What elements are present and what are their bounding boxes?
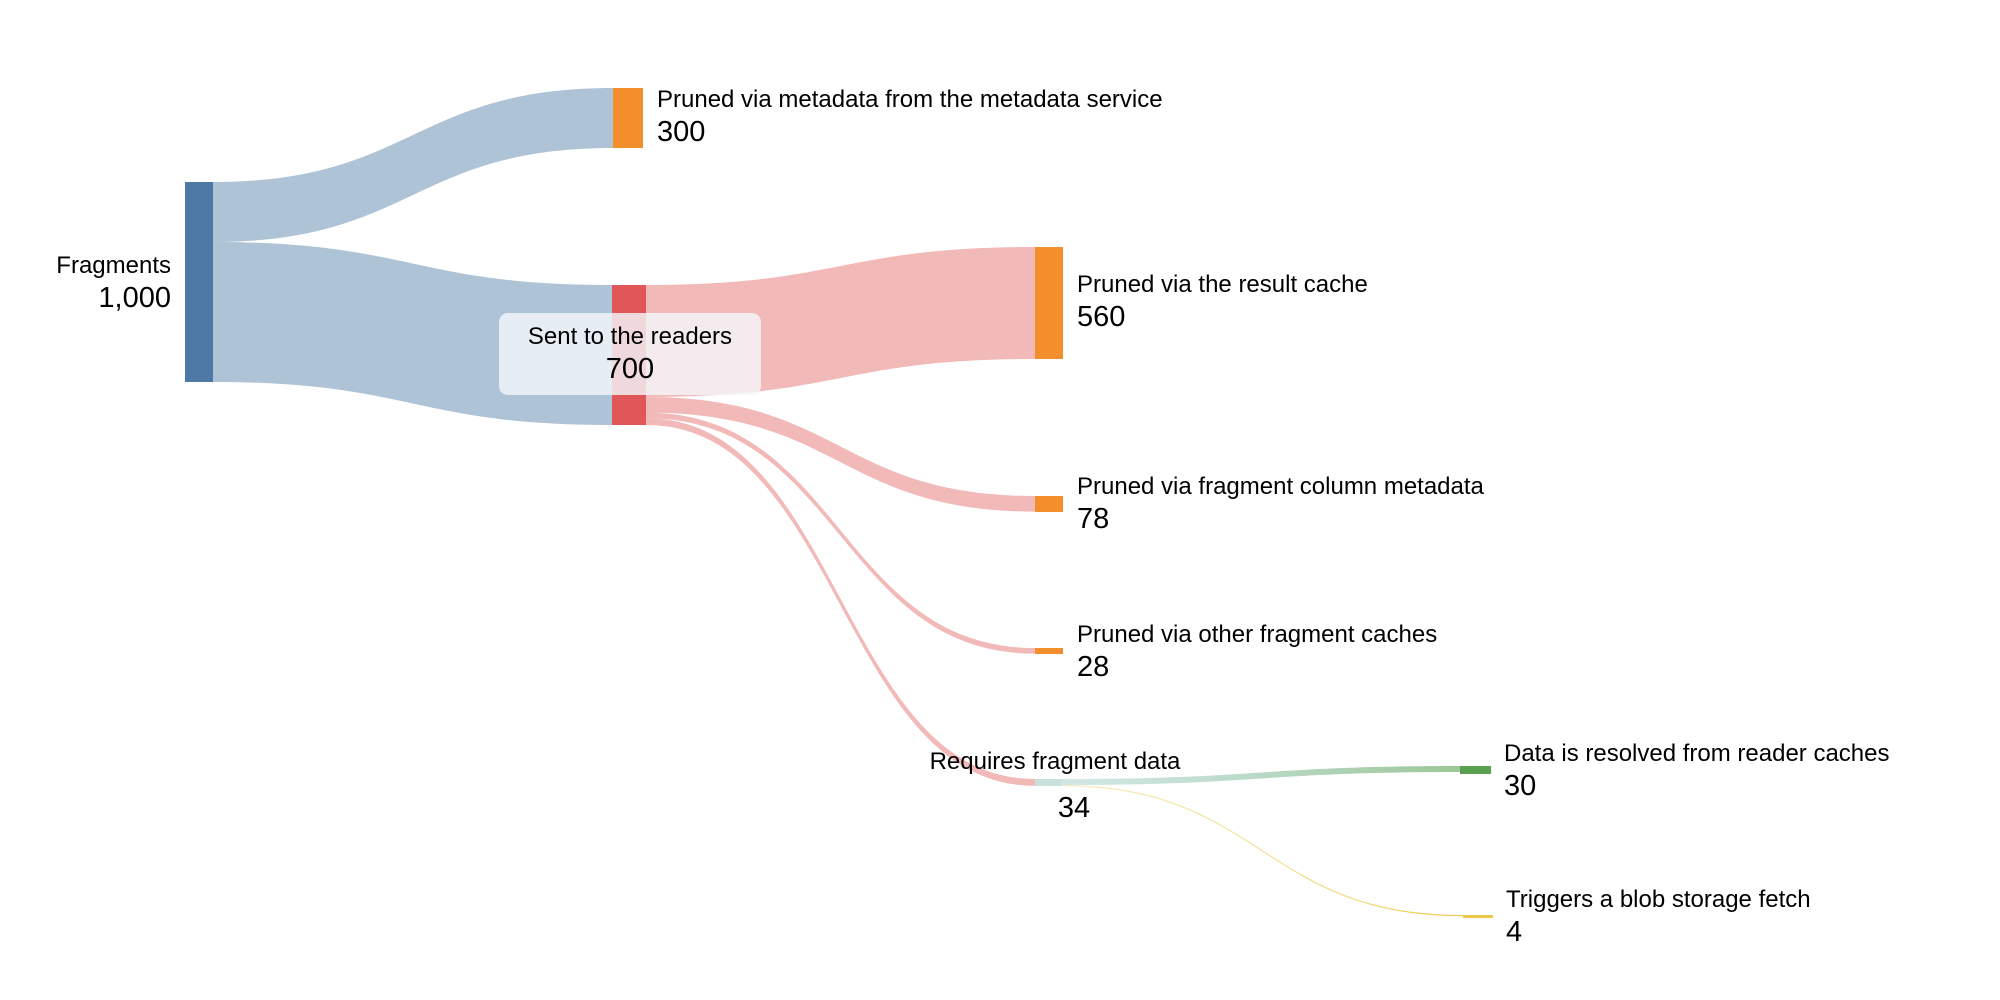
link-fragments-to-sent-to-readers: [213, 242, 612, 425]
node-pruned-result-cache: [1035, 247, 1063, 359]
node-requires-fragment-data: [1035, 779, 1061, 786]
node-resolved-from-reader-caches: [1460, 766, 1491, 774]
link-sent-to-readers-to-requires-fragment-data: [646, 418, 1035, 786]
link-requires-fragment-data-to-blob-storage-fetch: [1061, 785, 1463, 917]
node-pruned-fragment-column-metadata: [1035, 496, 1063, 512]
node-pruned-metadata-service: [613, 88, 643, 148]
node-blob-storage-fetch: [1463, 915, 1493, 918]
node-fragments: [185, 182, 213, 382]
link-sent-to-readers-to-pruned-result-cache: [646, 247, 1035, 397]
link-sent-to-readers-to-pruned-fragment-column-metadata: [646, 397, 1035, 512]
link-sent-to-readers-to-pruned-other-fragment-caches: [646, 412, 1035, 654]
node-sent-to-readers: [612, 285, 646, 425]
link-fragments-to-pruned-metadata-service: [213, 88, 613, 242]
node-pruned-other-fragment-caches: [1035, 648, 1063, 654]
link-requires-fragment-data-to-resolved-from-reader-caches: [1061, 766, 1460, 785]
